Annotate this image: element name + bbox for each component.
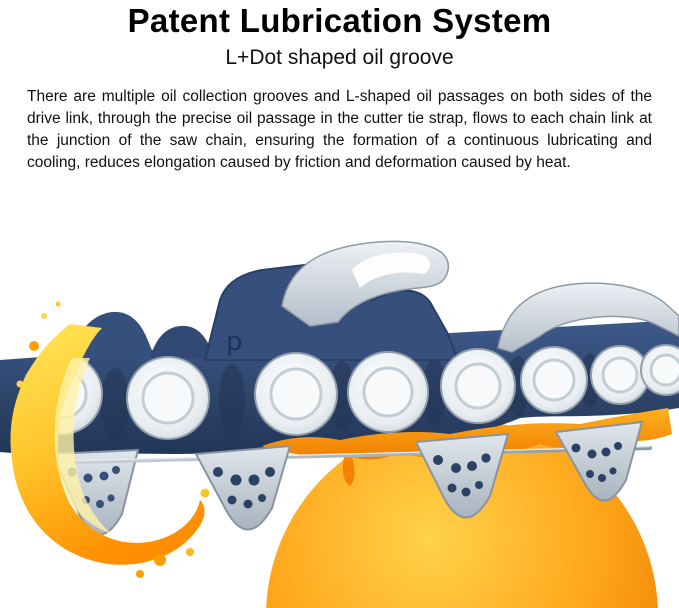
oil-droplets	[16, 301, 210, 578]
rivet	[347, 351, 429, 433]
rivet	[520, 346, 588, 414]
oil-splash-left	[10, 301, 210, 578]
cutter-hook-notch	[352, 252, 430, 288]
oiler-rod	[74, 445, 652, 464]
drive-link-tangs	[194, 420, 644, 531]
oil-hole-dots	[213, 467, 275, 509]
page-subtitle: L+Dot shaped oil groove	[225, 46, 454, 69]
oil-hole-dots	[433, 453, 491, 497]
oil-splash-ribbon	[10, 324, 205, 565]
rivet	[254, 352, 338, 436]
oil-hole-dots	[571, 442, 622, 482]
rivet	[640, 344, 679, 396]
page-title: Patent Lubrication System	[127, 2, 552, 39]
drive-link-tang	[194, 444, 292, 531]
rivet	[126, 356, 210, 440]
chain-letter: p	[226, 327, 243, 357]
oil-drip	[342, 456, 355, 486]
bumper-tooth-left-2	[150, 325, 214, 358]
chain-lubrication-graphic: p	[0, 240, 679, 608]
cutter-tooth-right	[497, 282, 679, 353]
bumper-tooth-left	[70, 311, 156, 360]
oil-splash-highlight	[54, 358, 112, 534]
description-text: There are multiple oil collection groove…	[27, 88, 652, 172]
drive-link-tang	[554, 420, 644, 502]
rivet	[590, 345, 650, 405]
drive-link-tang	[414, 432, 510, 519]
header: Patent Lubrication System L+Dot shaped o…	[0, 0, 679, 70]
chain-illustration: p	[0, 208, 679, 608]
rivet	[440, 348, 516, 424]
chain-body: p	[0, 240, 679, 455]
